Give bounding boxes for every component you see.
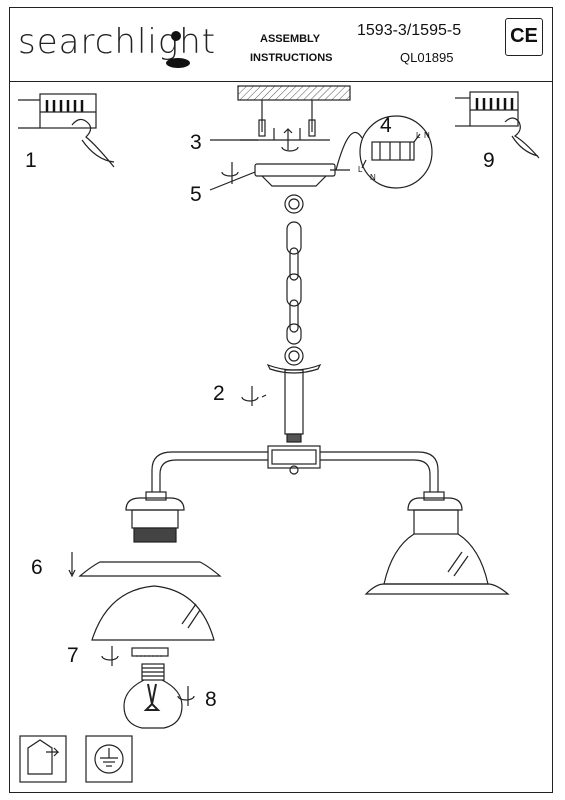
earth-ground-icon: [85, 735, 133, 783]
wire-label-l-2: L: [358, 165, 363, 174]
ceiling-screws: [258, 100, 316, 140]
doc-title-line1: ASSEMBLY: [260, 33, 321, 45]
model-number: 1593-3/1595-5: [357, 22, 462, 39]
bulb-icon: [123, 663, 183, 729]
shade-ring: [68, 552, 222, 578]
ceiling: [237, 85, 351, 101]
hand-icon: [71, 118, 115, 168]
step-number-6: 6: [31, 556, 43, 579]
logo-bulb-icon: [166, 31, 190, 68]
step-number-9: 9: [483, 149, 495, 172]
header-divider: [9, 81, 553, 82]
shade-rotate-icon: [101, 646, 119, 666]
hand-icon-2: [504, 117, 540, 159]
step-number-1: 1: [25, 149, 37, 172]
leader-line-5: [209, 171, 256, 191]
center-stem: [266, 363, 322, 443]
step-number-3: 3: [190, 131, 202, 154]
right-lamp: [364, 491, 510, 595]
step-number-2: 2: [213, 382, 225, 405]
wire-label-n-2: N: [370, 173, 376, 182]
chain: [284, 194, 304, 366]
bulb-rotate-icon: [177, 686, 195, 706]
canopy-rotate-icon: [221, 162, 239, 184]
step-number-7: 7: [67, 644, 79, 667]
step-number-5: 5: [190, 183, 202, 206]
left-lampholder: [125, 491, 185, 543]
doc-title-line2: INSTRUCTIONS: [250, 52, 333, 64]
brand-logo: searchlight: [18, 22, 217, 62]
step-number-4: 4: [380, 114, 392, 137]
wire-label-l: L: [416, 131, 421, 140]
product-code: QL01895: [400, 50, 454, 65]
indoor-use-icon: [19, 735, 67, 783]
wire-label-n: N: [424, 131, 430, 140]
terminal-block-icon-2: [455, 91, 519, 127]
lamp-arms: [151, 445, 439, 492]
instruction-sheet: [9, 7, 553, 793]
ce-mark: CE: [505, 18, 543, 56]
wiring-detail-bubble: [335, 115, 433, 189]
stem-rotate-icon: [241, 386, 267, 406]
glass-shade: [91, 585, 215, 657]
canopy: [254, 163, 350, 187]
step-number-8: 8: [205, 688, 217, 711]
terminal-block-icon: [18, 93, 97, 129]
